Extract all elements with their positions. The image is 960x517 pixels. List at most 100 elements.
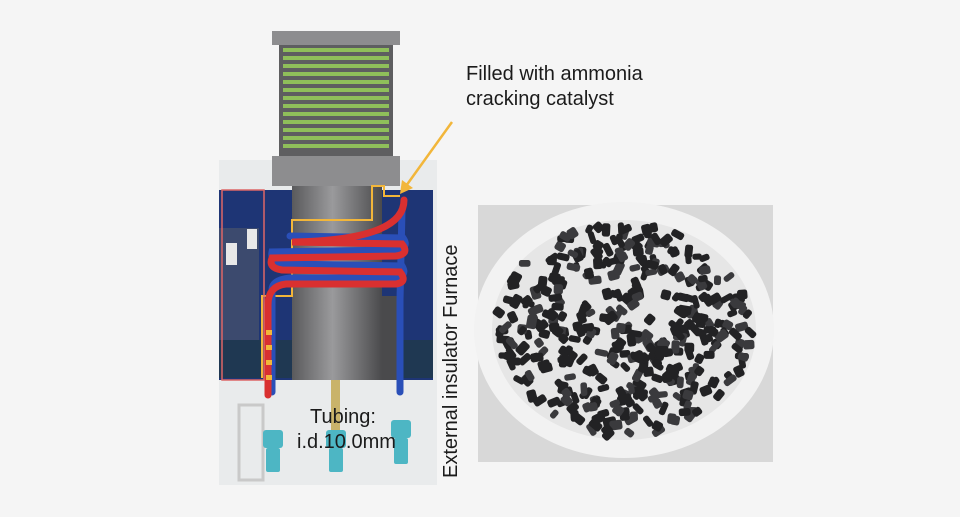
- catalyst-pellet: [619, 350, 631, 358]
- catalyst-pellet: [498, 352, 511, 359]
- catalyst-pellet: [553, 284, 564, 295]
- sensor-right: [247, 229, 257, 249]
- catalyst-pellet: [548, 293, 563, 302]
- catalyst-pellet: [594, 348, 609, 357]
- catalyst-pellet: [513, 375, 525, 385]
- catalyst-pellet: [551, 302, 564, 311]
- hot-tube: [264, 196, 409, 399]
- catalyst-pellet: [607, 269, 620, 281]
- catalyst-pellet: [660, 289, 672, 301]
- catalyst-pellet: [597, 384, 610, 393]
- catalyst-pellet: [694, 353, 705, 365]
- catalyst-pointer-arrow: [400, 121, 454, 194]
- catalyst-pellet: [537, 359, 551, 372]
- catalyst-pellet: [714, 329, 729, 343]
- catalyst-pellet: [674, 271, 686, 283]
- catalyst-pellet: [645, 342, 657, 354]
- catalyst-pellet: [601, 223, 611, 237]
- catalyst-pellet: [530, 352, 544, 363]
- catalyst-pellet: [547, 396, 561, 408]
- catalyst-pellet: [642, 415, 654, 427]
- catalyst-pellet: [558, 333, 569, 344]
- catalyst-pellet: [632, 403, 644, 415]
- catalyst-pellet: [635, 254, 647, 267]
- catalyst-pellet: [647, 393, 658, 403]
- catalyst-pellet: [731, 343, 743, 354]
- catalyst-pellet: [564, 373, 576, 381]
- catalyst-pellet: [667, 263, 680, 277]
- catalyst-pellet: [658, 401, 669, 416]
- catalyst-pellet: [554, 240, 567, 253]
- catalyst-pellet: [591, 412, 606, 425]
- catalyst-pellet: [576, 311, 587, 325]
- catalyst-pellet: [564, 345, 573, 356]
- catalyst-pellet: [742, 309, 752, 319]
- catalyst-pellet: [665, 363, 679, 375]
- catalyst-pellet: [593, 257, 603, 270]
- catalyst-pellet: [612, 404, 625, 417]
- reactor-schematic: [219, 31, 454, 485]
- catalyst-pellet: [662, 375, 673, 383]
- catalyst-pellet: [676, 376, 684, 389]
- catalyst-pellet: [729, 297, 741, 309]
- catalyst-pellet: [570, 409, 580, 422]
- catalyst-pellet: [645, 268, 658, 276]
- catalyst-pellet: [630, 350, 643, 360]
- catalyst-pellet: [624, 427, 635, 438]
- catalyst-pellet: [643, 313, 656, 326]
- catalyst-pellet: [559, 231, 572, 242]
- catalyst-pellet: [518, 260, 531, 267]
- catalyst-pellet: [593, 246, 604, 256]
- catalyst-pellet: [568, 335, 581, 343]
- catalyst-pellet: [583, 324, 594, 332]
- catalyst-pellet: [628, 329, 643, 338]
- catalyst-pellet: [733, 365, 745, 378]
- catalyst-pellet: [575, 325, 586, 338]
- catalyst-pellet: [699, 253, 710, 263]
- catalyst-pellet: [658, 263, 668, 275]
- tubing-label: Tubing: i.d.10.0mm: [297, 406, 396, 453]
- catalyst-pellet: [585, 308, 596, 318]
- catalyst-pellet: [622, 238, 636, 251]
- catalyst-pellet: [609, 399, 621, 408]
- furnace-label: External insulator Furnace: [440, 244, 462, 478]
- catalyst-pellet: [651, 420, 664, 432]
- catalyst-pellet: [538, 328, 551, 339]
- thermocouple: [331, 380, 340, 432]
- catalyst-pellet: [549, 409, 559, 419]
- catalyst-photo: [474, 202, 774, 462]
- heating-coil: [283, 48, 389, 148]
- catalyst-pellet: [566, 401, 579, 415]
- catalyst-pellet: [609, 234, 619, 246]
- catalyst-pellet: [567, 249, 579, 259]
- catalyst-pellet: [620, 362, 631, 372]
- catalyst-pellet: [557, 311, 568, 322]
- catalyst-pellet: [552, 275, 565, 286]
- catalyst-pellet: [617, 251, 629, 263]
- catalyst-pellet: [592, 221, 605, 234]
- catalyst-pellet: [545, 308, 559, 322]
- catalyst-pellet: [525, 314, 538, 330]
- catalyst-pellet: [713, 275, 722, 286]
- catalyst-pellet: [627, 384, 635, 395]
- catalyst-pellet: [671, 229, 685, 241]
- catalyst-pellet: [708, 341, 721, 354]
- catalyst-pellet: [629, 264, 641, 272]
- catalyst-pellet: [673, 329, 685, 341]
- catalyst-pellet: [551, 262, 562, 276]
- catalyst-pellet: [651, 373, 664, 383]
- catalyst-pellet: [653, 362, 664, 371]
- catalyst-pellet: [583, 267, 595, 280]
- catalyst-pellet: [534, 337, 544, 348]
- catalyst-pellet: [615, 236, 625, 248]
- catalyst-pellet: [672, 392, 683, 401]
- catalyst-pellet: [570, 391, 580, 404]
- catalyst-pellet: [667, 246, 680, 257]
- catalyst-pellet: [635, 388, 648, 399]
- catalyst-pellet: [694, 365, 705, 377]
- catalyst-pellet: [737, 289, 748, 300]
- catalyst-pellet: [685, 254, 692, 265]
- catalyst-pellet: [609, 419, 623, 431]
- catalyst-pellet: [605, 310, 618, 324]
- catalyst-pellet: [581, 300, 592, 311]
